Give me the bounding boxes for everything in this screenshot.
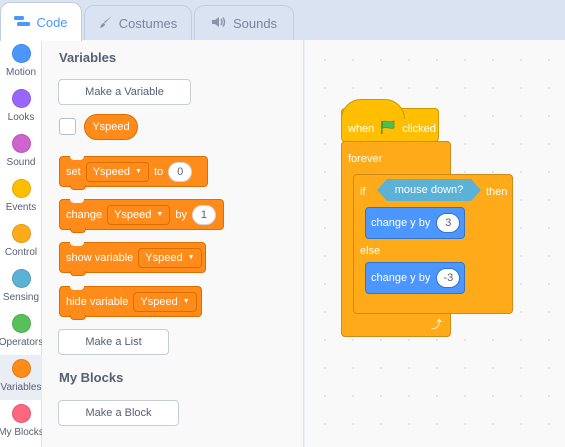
tab-code-label: Code — [36, 14, 68, 30]
category-label: Sound — [6, 157, 36, 168]
tab-costumes[interactable]: Costumes — [84, 5, 192, 41]
show-variable-label: show variable — [66, 251, 134, 264]
change-y-value-input[interactable]: -3 — [436, 268, 461, 288]
variable-checkbox[interactable] — [59, 118, 76, 135]
then-label: then — [486, 186, 508, 198]
set-variable-block[interactable]: set Yspeed ▼ to 0 — [59, 156, 208, 190]
speaker-icon — [211, 16, 227, 31]
forever-label: forever — [348, 153, 383, 165]
category-menu: Motion Looks Sound Events Control Sensin… — [0, 40, 44, 447]
tab-code[interactable]: Code — [0, 2, 82, 41]
category-label: Control — [4, 247, 38, 258]
category-sensing[interactable]: Sensing — [0, 265, 42, 310]
value-input[interactable]: 1 — [191, 204, 216, 225]
hide-variable-block[interactable]: hide variable Yspeed ▼ — [59, 286, 202, 320]
tab-costumes-label: Costumes — [118, 16, 178, 31]
change-y-block-2[interactable]: change y by -3 — [365, 262, 465, 294]
category-label: Motion — [5, 67, 36, 78]
when-label: when — [348, 122, 375, 135]
green-flag-icon — [380, 120, 396, 137]
category-control[interactable]: Control — [0, 220, 42, 265]
code-area[interactable]: when clicked forever ⤴ if then else mous… — [305, 40, 565, 447]
variable-reporter-yspeed[interactable]: Yspeed — [84, 114, 138, 140]
make-variable-button[interactable]: Make a Variable — [58, 79, 191, 105]
change-y-block-1[interactable]: change y by 3 — [365, 207, 465, 239]
category-motion-dot — [11, 44, 31, 63]
set-label: set — [66, 165, 81, 178]
tab-sounds-label: Sounds — [232, 16, 278, 31]
category-label: Events — [5, 202, 37, 213]
dropdown-value: Yspeed — [92, 165, 130, 178]
my-blocks-section-title: My Blocks — [59, 370, 124, 385]
tab-sounds[interactable]: Sounds — [194, 5, 294, 41]
change-variable-block[interactable]: change Yspeed ▼ by 1 — [59, 199, 224, 233]
dropdown-value: Yspeed — [140, 295, 178, 308]
dropdown-arrow-icon: ▼ — [187, 254, 195, 261]
if-label: if — [360, 186, 366, 198]
variable-dropdown[interactable]: Yspeed ▼ — [107, 204, 171, 225]
editor-tabs: Code Costumes Sounds — [0, 0, 565, 41]
clicked-label: clicked — [402, 122, 436, 135]
category-looks[interactable]: Looks — [0, 85, 42, 130]
category-label: Sensing — [2, 292, 40, 303]
category-sensing-dot — [11, 269, 31, 288]
change-y-value-input[interactable]: 3 — [436, 213, 461, 233]
category-looks-dot — [11, 89, 31, 108]
brush-icon — [99, 15, 113, 32]
change-label: change — [66, 208, 103, 221]
category-sound-dot — [11, 134, 31, 153]
category-my-blocks[interactable]: My Blocks — [0, 400, 44, 445]
make-list-button[interactable]: Make a List — [58, 329, 169, 355]
change-y-label: change y by — [371, 217, 431, 229]
dropdown-arrow-icon: ▼ — [156, 211, 164, 218]
dropdown-value: Yspeed — [145, 251, 183, 264]
category-operators[interactable]: Operators — [0, 310, 44, 355]
category-label: Looks — [7, 112, 35, 123]
category-label: Operators — [0, 337, 44, 348]
value-input[interactable]: 0 — [168, 161, 193, 182]
when-flag-clicked-block[interactable]: when clicked — [341, 99, 439, 142]
hide-variable-label: hide variable — [66, 295, 129, 308]
show-variable-block[interactable]: show variable Yspeed ▼ — [59, 242, 206, 276]
hat-cap — [341, 99, 405, 119]
category-label: My Blocks — [0, 427, 44, 438]
category-my-blocks-dot — [11, 404, 31, 423]
code-icon — [14, 15, 31, 30]
change-y-label: change y by — [371, 272, 431, 284]
by-label: by — [175, 208, 187, 221]
category-events[interactable]: Events — [0, 175, 42, 220]
category-control-dot — [11, 224, 31, 243]
variable-dropdown[interactable]: Yspeed ▼ — [138, 247, 202, 268]
variable-dropdown[interactable]: Yspeed ▼ — [133, 291, 197, 312]
variable-dropdown[interactable]: Yspeed ▼ — [85, 161, 149, 182]
dropdown-arrow-icon: ▼ — [135, 168, 142, 175]
make-block-button[interactable]: Make a Block — [58, 400, 179, 426]
mouse-down-condition[interactable]: mouse down? — [377, 179, 481, 201]
category-label: Variables — [0, 382, 42, 393]
category-variables[interactable]: Variables — [0, 355, 42, 400]
category-motion[interactable]: Motion — [0, 40, 42, 85]
else-label: else — [360, 245, 381, 257]
block-palette: Variables Make a Variable Yspeed set Ysp… — [42, 40, 304, 447]
variables-section-title: Variables — [59, 50, 117, 65]
to-label: to — [153, 165, 164, 178]
dropdown-value: Yspeed — [114, 208, 152, 221]
category-variables-dot — [11, 359, 31, 378]
category-sound[interactable]: Sound — [0, 130, 42, 175]
dropdown-arrow-icon: ▼ — [182, 298, 190, 305]
category-operators-dot — [11, 314, 31, 333]
category-events-dot — [11, 179, 31, 198]
loop-arrow-icon: ⤴ — [431, 319, 442, 331]
